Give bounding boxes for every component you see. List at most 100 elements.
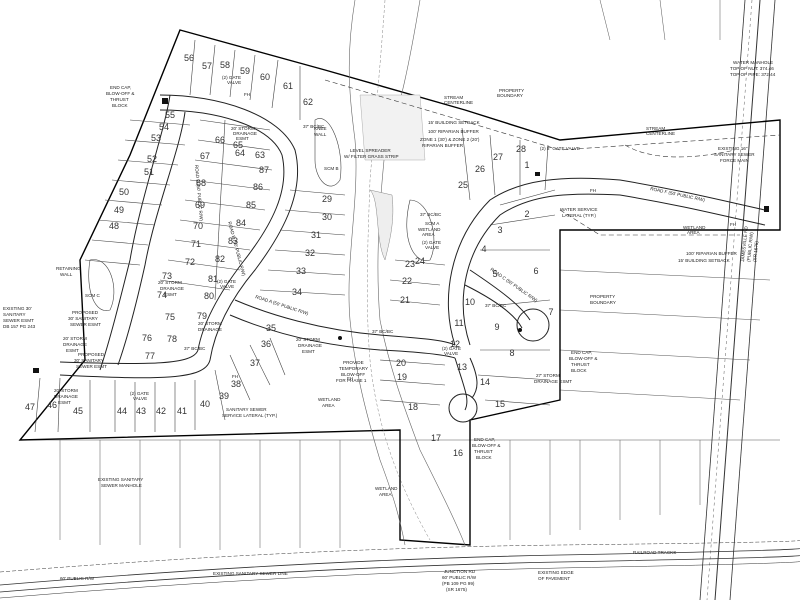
lot-42: 42	[156, 406, 166, 416]
road-network	[59, 94, 766, 411]
note-storm-central: DRAINAGE	[298, 343, 322, 348]
note-water-manhole: TOP OF PIPE: 372.44	[730, 72, 776, 77]
lot-65: 65	[233, 140, 243, 150]
note-property-boundary: PROPERTY	[499, 88, 524, 93]
lot-81: 81	[208, 274, 218, 284]
note-level-spreader: W/ FILTER GRASS STRIP	[344, 154, 399, 159]
lot-43: 43	[136, 406, 146, 416]
note-jamesville: JAMESVILLE RD	[740, 225, 749, 262]
note-proposed-san: PROPOSED	[72, 310, 99, 315]
note-storm-w3: DRAINAGE	[198, 327, 222, 332]
lot-3: 3	[497, 225, 502, 235]
lot-10: 10	[465, 297, 475, 307]
lot-78: 78	[167, 334, 177, 344]
note-gate-valve-sw: VALVE	[133, 396, 147, 401]
note-property-boundary-e: PROPERTY	[590, 294, 615, 299]
note-gate-valve-sw: (2) GATE	[130, 391, 149, 396]
lot-69: 69	[195, 200, 205, 210]
note-fh-e: FH	[730, 222, 736, 227]
setback-lines	[324, 79, 781, 236]
note-bcbc-c: 37' BC/BC	[372, 329, 394, 334]
lot-numbers: 1 2 3 4 5 6 7 8 9 10 11 12 13 14 15 16 1…	[25, 53, 554, 458]
note-wetland-s: AREA	[379, 492, 392, 497]
note-riparian-buffer: 100' RIPARIAN BUFFER	[686, 251, 738, 256]
note-proposed-san-2: 30' SANITARY	[74, 358, 104, 363]
lot-6: 6	[533, 266, 538, 276]
note-storm-drain-27: 27' STORM	[536, 373, 560, 378]
lot-18: 18	[408, 402, 418, 412]
note-existing-sewer: SANITARY SEWER	[714, 152, 755, 157]
lot-8: 8	[509, 348, 514, 358]
lot-4: 4	[481, 244, 486, 254]
note-storm-drain-s: DRAINAGE	[54, 394, 78, 399]
note-bcbc: 37' BC/BC	[303, 124, 325, 129]
note-wetland-mid: WETLAND	[418, 227, 441, 232]
note-bcbc-mid: 37' BC/BC	[420, 212, 442, 217]
lot-26: 26	[475, 164, 485, 174]
note-gate-valve-nw: VALVE	[227, 80, 241, 85]
note-wetland-central: AREA	[322, 403, 335, 408]
note-gate-valve-mid: (2) GATE	[422, 240, 441, 245]
note-existing-san-line: EXISTING SANITARY SEWER LINE	[213, 571, 288, 576]
lot-56: 56	[184, 53, 194, 63]
note-existing-san-esmt: DB 157 PG 243	[3, 324, 36, 329]
note-storm-esmt: 20' STORM	[231, 126, 255, 131]
note-property-boundary-e: BOUNDARY	[590, 300, 616, 305]
lot-38: 38	[231, 379, 241, 389]
note-end-cap-se: THRUST	[571, 362, 590, 367]
note-water-service: WATER SERVICE	[560, 207, 597, 212]
note-public-rw-60: 60' PUBLIC R/W	[60, 576, 95, 581]
lot-25: 25	[458, 180, 468, 190]
lot-54: 54	[159, 122, 169, 132]
lot-84: 84	[236, 218, 246, 228]
note-end-cap-s: END CAP,	[474, 437, 495, 442]
note-bcbc-e: 37' BC/BC	[485, 303, 507, 308]
note-wetland-mid: AREA	[422, 232, 435, 237]
lot-76: 76	[142, 333, 152, 343]
note-gate-valve-ne: (2) 8" GATE VALVE	[540, 146, 580, 151]
railroad-and-junction-road	[0, 540, 800, 599]
note-storm-w3: 20' STORM	[198, 321, 222, 326]
note-storm-drain-w: DRAINAGE	[63, 342, 87, 347]
lot-57: 57	[202, 61, 212, 71]
note-existing-pavement: EXISTING EDGE	[538, 570, 574, 575]
note-jamesville: (SR 1675)	[752, 240, 759, 262]
note-end-cap-nw: BLOW-OFF &	[106, 91, 135, 96]
note-building-setback-e: 15' BUILDING SETBACK	[678, 258, 731, 263]
note-san-lateral: SANITARY SEWER	[226, 407, 267, 412]
lot-73: 73	[162, 271, 172, 281]
lot-41: 41	[177, 406, 187, 416]
note-storm-w2: 20' STORM	[158, 280, 182, 285]
note-existing-sewer: EXISTING 16"	[718, 146, 748, 151]
lot-83: 83	[228, 236, 238, 246]
note-junction-rd: (SR 1675)	[446, 587, 467, 592]
lot-5: 5	[492, 269, 497, 279]
lot-32: 32	[305, 248, 315, 258]
lot-21: 21	[400, 295, 410, 305]
note-gate-valve-w: VALVE	[220, 284, 234, 289]
lot-87: 87	[259, 165, 269, 175]
lot-28: 28	[516, 144, 526, 154]
note-property-boundary: BOUNDARY	[497, 93, 523, 98]
lot-45: 45	[73, 406, 83, 416]
note-junction-rd: 60' PUBLIC R/W	[442, 575, 477, 580]
note-end-cap-se: BLOW-OFF &	[569, 356, 598, 361]
note-existing-sewer: FORCE MAIN	[720, 158, 749, 163]
note-riparian-zone: RIPARIAN BUFFER	[422, 143, 464, 148]
note-stream-centerline-ne: CENTERLINE	[646, 131, 675, 136]
stream-corridor	[348, 0, 466, 546]
lot-16: 16	[453, 448, 463, 458]
lot-13: 13	[457, 362, 467, 372]
note-existing-manhole: SEWER MANHOLE	[101, 483, 142, 488]
lot-58: 58	[220, 60, 230, 70]
note-fh-ne: FH	[590, 188, 596, 193]
lot-51: 51	[144, 167, 154, 177]
lot-55: 55	[165, 110, 175, 120]
note-storm-drain-27: DRAINAGE ESMT	[534, 379, 572, 384]
note-end-cap-se: BLOCK	[571, 368, 588, 373]
lot-22: 22	[402, 276, 412, 286]
lot-15: 15	[495, 399, 505, 409]
lot-71: 71	[191, 239, 201, 249]
note-temp-blowoff: TEMPORARY	[339, 366, 368, 371]
